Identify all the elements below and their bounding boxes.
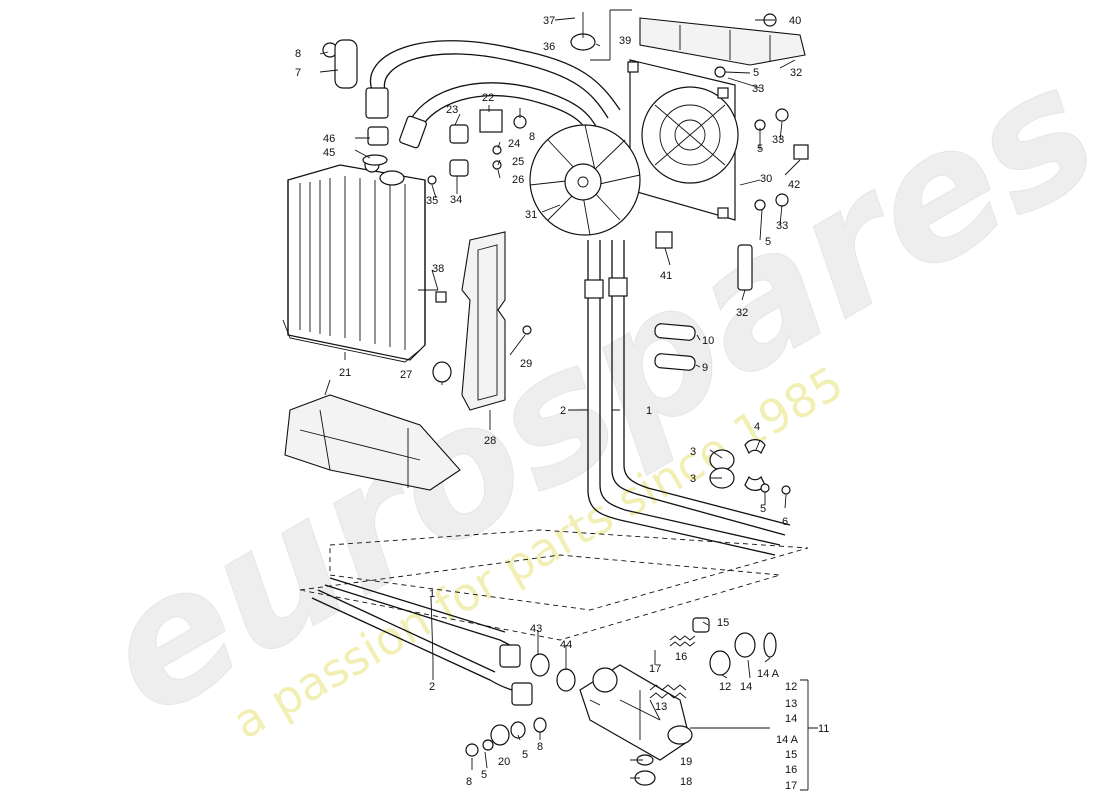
cooling-fan <box>529 124 641 236</box>
callout-list-item: 15 <box>785 749 797 761</box>
callout-5: 5 <box>757 143 763 155</box>
leader-lines <box>319 9 818 791</box>
callout-list-item: 12 <box>785 681 797 693</box>
callout-list-item: 16 <box>785 764 797 776</box>
callout-32: 32 <box>790 67 802 79</box>
callout-23: 23 <box>446 104 458 116</box>
mounting-plane <box>299 529 809 641</box>
callout-36: 36 <box>543 41 555 53</box>
callout-33: 33 <box>752 83 764 95</box>
callout-11-list: 12 13 14 14 A 15 16 17 <box>776 681 799 792</box>
oil-pipes <box>584 240 791 556</box>
callout-14: 14 <box>740 681 752 693</box>
callout-35: 35 <box>426 195 438 207</box>
callout-8: 8 <box>529 131 535 143</box>
callout-15: 15 <box>717 617 729 629</box>
callout-38: 38 <box>432 263 444 275</box>
callout-8: 8 <box>295 48 301 60</box>
callout-list-item: 13 <box>785 698 797 710</box>
callout-2: 2 <box>429 681 435 693</box>
callout-44: 44 <box>560 639 572 651</box>
callout-25: 25 <box>512 156 524 168</box>
callout-42: 42 <box>788 179 800 191</box>
callout-list-item: 14 A <box>776 734 799 746</box>
callout-31: 31 <box>525 209 537 221</box>
callout-29: 29 <box>520 358 532 370</box>
callout-33: 33 <box>776 220 788 232</box>
callout-43: 43 <box>530 623 542 635</box>
callout-2: 2 <box>560 405 566 417</box>
callout-21: 21 <box>339 367 351 379</box>
callout-5: 5 <box>481 769 487 781</box>
callout-18: 18 <box>680 776 692 788</box>
small-fittings <box>465 617 777 786</box>
callout-22: 22 <box>482 92 494 104</box>
callout-1: 1 <box>429 588 435 600</box>
callout-5: 5 <box>753 67 759 79</box>
callout-39: 39 <box>619 35 631 47</box>
callout-1: 1 <box>646 405 652 417</box>
oil-cooler-radiator <box>282 157 426 363</box>
callout-8: 8 <box>537 741 543 753</box>
callout-5: 5 <box>522 749 528 761</box>
callout-8: 8 <box>466 776 472 788</box>
thermostat-housing <box>579 664 693 761</box>
callout-3: 3 <box>690 473 696 485</box>
callout-41: 41 <box>660 270 672 282</box>
callout-24: 24 <box>508 138 520 150</box>
callout-5: 5 <box>765 236 771 248</box>
fan-shroud <box>627 59 739 221</box>
callout-32: 32 <box>736 307 748 319</box>
lower-pipes <box>311 577 533 706</box>
callout-45: 45 <box>323 147 335 159</box>
callout-12: 12 <box>719 681 731 693</box>
callout-10: 10 <box>702 335 714 347</box>
callout-11: 11 <box>818 723 829 735</box>
callout-5: 5 <box>760 503 766 515</box>
callout-16: 16 <box>675 651 687 663</box>
callout-37: 37 <box>543 15 555 27</box>
callout-list-item: 17 <box>785 780 797 792</box>
callout-3: 3 <box>690 446 696 458</box>
mounting-bracket <box>284 379 461 491</box>
callout-26: 26 <box>512 174 524 186</box>
top-bracket <box>639 17 806 66</box>
callout-27: 27 <box>400 369 412 381</box>
gasket <box>461 231 506 411</box>
callout-14a: 14 A <box>757 668 780 680</box>
callout-34: 34 <box>450 194 462 206</box>
callout-7: 7 <box>295 67 301 79</box>
callout-17: 17 <box>649 663 661 675</box>
callout-13: 13 <box>655 701 667 713</box>
callout-46: 46 <box>323 133 335 145</box>
callout-9: 9 <box>702 362 708 374</box>
upper-hoses <box>365 40 621 149</box>
callout-6: 6 <box>782 516 788 528</box>
callout-40: 40 <box>789 15 801 27</box>
callouts: 1 1 2 2 3 3 4 5 5 5 5 5 5 6 7 8 8 8 8 9 … <box>295 15 829 788</box>
right-side-parts <box>322 12 809 495</box>
callout-30: 30 <box>760 173 772 185</box>
callout-4: 4 <box>754 421 760 433</box>
callout-33: 33 <box>772 134 784 146</box>
callout-20: 20 <box>498 756 510 768</box>
callout-28: 28 <box>484 435 496 447</box>
callout-19: 19 <box>680 756 692 768</box>
callout-list-item: 14 <box>785 713 797 725</box>
